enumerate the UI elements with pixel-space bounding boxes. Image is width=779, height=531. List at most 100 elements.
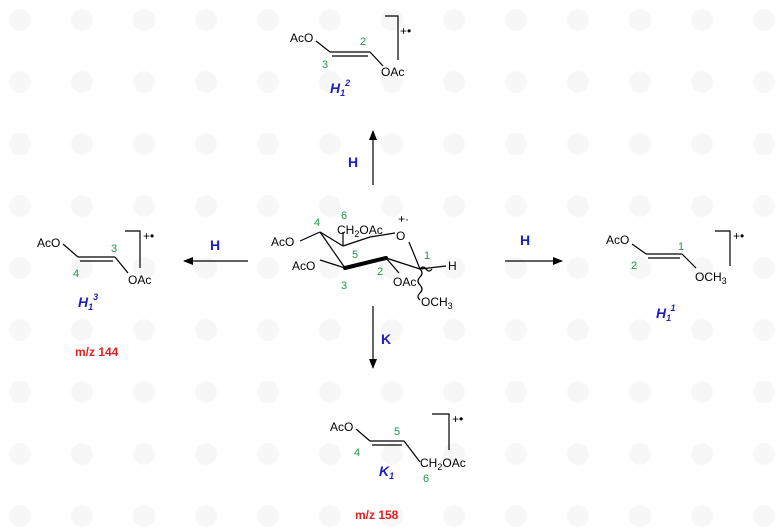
watermark-mark bbox=[195, 195, 217, 217]
watermark-mark bbox=[443, 505, 465, 527]
watermark-mark bbox=[71, 443, 93, 465]
watermark-mark bbox=[567, 319, 589, 341]
watermark-mark bbox=[257, 505, 279, 527]
fragment-k1-n-mid: 5 bbox=[394, 426, 400, 438]
fragment-k1-label: K1 bbox=[379, 463, 394, 481]
carbon-1-number: 1 bbox=[424, 250, 430, 262]
watermark-mark bbox=[443, 71, 465, 93]
fragment-h1-2-label: H12 bbox=[330, 78, 350, 98]
fragment-h1-3: AcO OAc 4 3 +• H13 m/z 144 bbox=[37, 229, 154, 359]
fragment-h1-2-n-right: 2 bbox=[360, 36, 366, 48]
watermark-mark bbox=[691, 133, 713, 155]
fragment-h1-1-n-left: 2 bbox=[631, 260, 637, 272]
carbon-3-number: 3 bbox=[341, 280, 347, 292]
watermark-mark bbox=[257, 257, 279, 279]
watermark-mark bbox=[319, 505, 341, 527]
watermark-mark bbox=[505, 443, 527, 465]
watermark-mark bbox=[567, 133, 589, 155]
watermark-mark bbox=[71, 71, 93, 93]
watermark-mark bbox=[71, 505, 93, 527]
watermark-mark bbox=[505, 319, 527, 341]
watermark-mark bbox=[319, 195, 341, 217]
watermark-mark bbox=[133, 319, 155, 341]
fragment-h1-3-n-left: 4 bbox=[73, 268, 79, 280]
watermark-mark bbox=[567, 381, 589, 403]
watermark-mark bbox=[443, 133, 465, 155]
fragment-k1-ch2oac: CH2OAc bbox=[420, 456, 466, 472]
watermark-mark bbox=[753, 133, 775, 155]
watermark-mark bbox=[319, 133, 341, 155]
fragment-h1-1-n-right: 1 bbox=[678, 241, 684, 253]
watermark-mark bbox=[753, 381, 775, 403]
watermark-mark bbox=[443, 319, 465, 341]
arrow-up-label: H bbox=[348, 154, 358, 170]
watermark-mark bbox=[9, 319, 31, 341]
watermark-mark bbox=[195, 319, 217, 341]
watermark-mark bbox=[567, 71, 589, 93]
watermark-mark bbox=[9, 133, 31, 155]
acetoxy-c3-label: AcO bbox=[292, 259, 315, 273]
watermark-mark bbox=[753, 505, 775, 527]
watermark-mark bbox=[195, 133, 217, 155]
watermark-mark bbox=[691, 319, 713, 341]
arrow-up: H bbox=[348, 130, 377, 185]
watermark-mark bbox=[753, 257, 775, 279]
watermark-mark bbox=[257, 443, 279, 465]
watermark-mark bbox=[133, 195, 155, 217]
watermark-mark bbox=[319, 319, 341, 341]
watermark-mark bbox=[691, 505, 713, 527]
watermark-mark bbox=[133, 133, 155, 155]
glucopyranoside-structure: AcO AcO CH2OAc O +· H OAc OCH3 4 6 5 1 2… bbox=[271, 210, 457, 311]
fragment-h1-1-och3: OCH3 bbox=[695, 270, 727, 286]
watermark-mark bbox=[753, 195, 775, 217]
watermark-mark bbox=[381, 133, 403, 155]
watermark-mark bbox=[691, 71, 713, 93]
arrow-right: H bbox=[505, 232, 563, 265]
watermark-mark bbox=[629, 505, 651, 527]
watermark-mark bbox=[195, 443, 217, 465]
fragment-k1-n-right: 6 bbox=[423, 473, 429, 485]
watermark-mark bbox=[71, 195, 93, 217]
watermark-mark bbox=[505, 9, 527, 31]
watermark-mark bbox=[195, 505, 217, 527]
watermark-mark bbox=[629, 381, 651, 403]
fragment-k1-charge: +• bbox=[452, 412, 463, 426]
watermark-mark bbox=[505, 133, 527, 155]
watermark-mark bbox=[691, 195, 713, 217]
watermark-mark bbox=[71, 319, 93, 341]
anomeric-h-label: H bbox=[448, 259, 457, 273]
watermark-mark bbox=[629, 71, 651, 93]
watermark-mark bbox=[71, 133, 93, 155]
fragment-h1-3-oac: OAc bbox=[128, 273, 151, 287]
watermark-mark bbox=[629, 195, 651, 217]
fragment-h1-2-oac: OAc bbox=[381, 65, 404, 79]
arrow-left: H bbox=[183, 237, 248, 265]
watermark-mark bbox=[381, 381, 403, 403]
watermark-mark bbox=[71, 9, 93, 31]
arrow-down: K bbox=[369, 306, 391, 369]
watermark-mark bbox=[691, 9, 713, 31]
ring-oxygen-label: O bbox=[396, 229, 405, 243]
watermark-mark bbox=[257, 71, 279, 93]
acetoxy-c4-label: AcO bbox=[271, 235, 294, 249]
watermark-mark bbox=[133, 71, 155, 93]
watermark-mark bbox=[195, 9, 217, 31]
watermark-mark bbox=[505, 505, 527, 527]
watermark-mark bbox=[133, 381, 155, 403]
watermark-mark bbox=[133, 9, 155, 31]
watermark-mark bbox=[505, 195, 527, 217]
watermark-mark bbox=[319, 443, 341, 465]
fragment-h1-1-label: H11 bbox=[656, 303, 675, 323]
watermark-mark bbox=[9, 381, 31, 403]
watermark-mark bbox=[257, 195, 279, 217]
fragment-k1-n-left: 4 bbox=[354, 447, 360, 459]
fragment-k1-mz: m/z 158 bbox=[355, 508, 399, 522]
watermark-mark bbox=[753, 443, 775, 465]
watermark-mark bbox=[9, 443, 31, 465]
fragment-h1-2-aco: AcO bbox=[290, 31, 313, 45]
watermark-mark bbox=[9, 257, 31, 279]
watermark-mark bbox=[9, 505, 31, 527]
watermark-mark bbox=[753, 9, 775, 31]
watermark-mark bbox=[257, 319, 279, 341]
